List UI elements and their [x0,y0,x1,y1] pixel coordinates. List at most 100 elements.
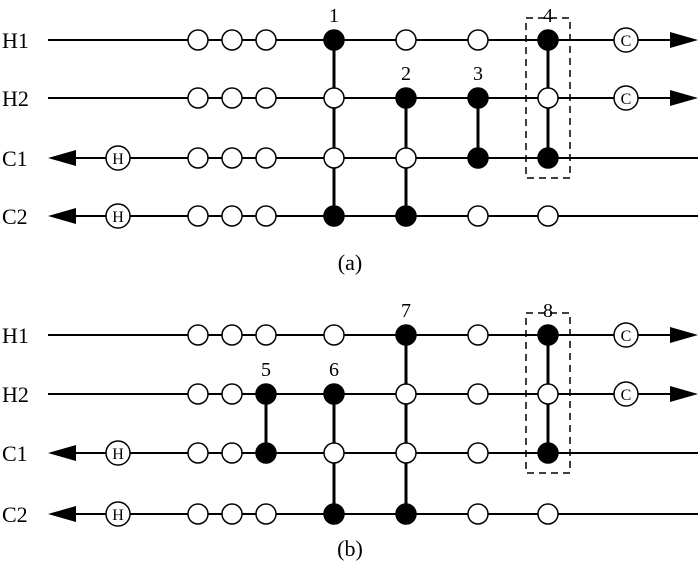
stage-node [187,442,209,464]
highlight-box [525,17,571,179]
arrow-left-icon [48,445,76,461]
exchanger-node [395,205,417,227]
stage-node [537,87,559,109]
arrow-right-icon [670,327,698,343]
utility-label: H [112,446,124,463]
match-number: 1 [329,5,339,27]
cooler-icon [613,27,639,53]
stage-node [187,324,209,346]
stream-label-c1: C1 [2,441,28,466]
stage-node [221,324,243,346]
match-number: 8 [543,300,553,322]
arrow-left-icon [48,208,76,224]
stage-node [255,503,277,525]
stage-node [221,383,243,405]
exchanger-node [537,442,559,464]
stage-node [537,205,559,227]
utility-label: H [112,151,124,168]
stage-node [255,205,277,227]
stage-node [187,147,209,169]
arrow-right-icon [670,32,698,48]
stream-label-c1: C1 [2,146,28,171]
stream-label-c2: C2 [2,502,28,527]
stage-node [323,324,345,346]
heater-icon [105,203,131,229]
exchanger-node [255,442,277,464]
stage-node [323,442,345,464]
match-number: 4 [543,5,553,27]
stage-node [221,29,243,51]
arrow-left-icon [48,506,76,522]
stage-node [255,87,277,109]
stage-node [221,87,243,109]
stage-node [395,147,417,169]
stage-node [467,442,489,464]
stage-node [395,29,417,51]
stage-node [187,205,209,227]
stage-node [323,147,345,169]
stage-node [395,383,417,405]
exchanger-node [537,29,559,51]
stage-node [187,87,209,109]
stage-node [221,205,243,227]
exchanger-node [467,147,489,169]
stream-label-h1: H1 [2,323,29,348]
arrow-right-icon [670,90,698,106]
stage-node [467,383,489,405]
utility-label: C [621,387,632,404]
match-number: 6 [329,359,339,381]
stage-node [467,503,489,525]
stream-label-h2: H2 [2,86,29,111]
stream-label-h2: H2 [2,382,29,407]
stage-node [467,29,489,51]
stage-node [221,147,243,169]
cooler-icon [613,381,639,407]
exchanger-node [467,87,489,109]
utility-label: C [621,328,632,345]
diagram-caption: (b) [337,536,363,561]
exchanger-node [537,147,559,169]
utility-label: C [621,33,632,50]
exchanger-node [255,383,277,405]
stage-node [467,324,489,346]
match-number: 3 [473,63,483,85]
stream-label-h1: H1 [2,28,29,53]
heater-icon [105,440,131,466]
exchanger-node [323,29,345,51]
stage-node [255,29,277,51]
cooler-icon [613,322,639,348]
stage-node [255,324,277,346]
arrow-right-icon [670,386,698,402]
stage-node [221,503,243,525]
stage-node [323,87,345,109]
match-number: 2 [401,63,411,85]
stage-node [537,503,559,525]
exchanger-node [537,324,559,346]
cooler-icon [613,85,639,111]
stage-node [221,442,243,464]
exchanger-node [395,87,417,109]
stage-node [395,442,417,464]
stage-node [537,383,559,405]
stream-label-c2: C2 [2,204,28,229]
exchanger-node [323,503,345,525]
utility-label: H [112,507,124,524]
stage-node [187,29,209,51]
exchanger-node [323,383,345,405]
heater-icon [105,145,131,171]
stage-node [187,503,209,525]
match-number: 7 [401,300,411,322]
exchanger-node [395,503,417,525]
stage-node [255,147,277,169]
exchanger-node [395,324,417,346]
heater-icon [105,501,131,527]
match-number: 5 [261,359,271,381]
exchanger-node [323,205,345,227]
stage-node [467,205,489,227]
utility-label: C [621,91,632,108]
stage-node [187,383,209,405]
diagram-caption: (a) [338,250,362,275]
